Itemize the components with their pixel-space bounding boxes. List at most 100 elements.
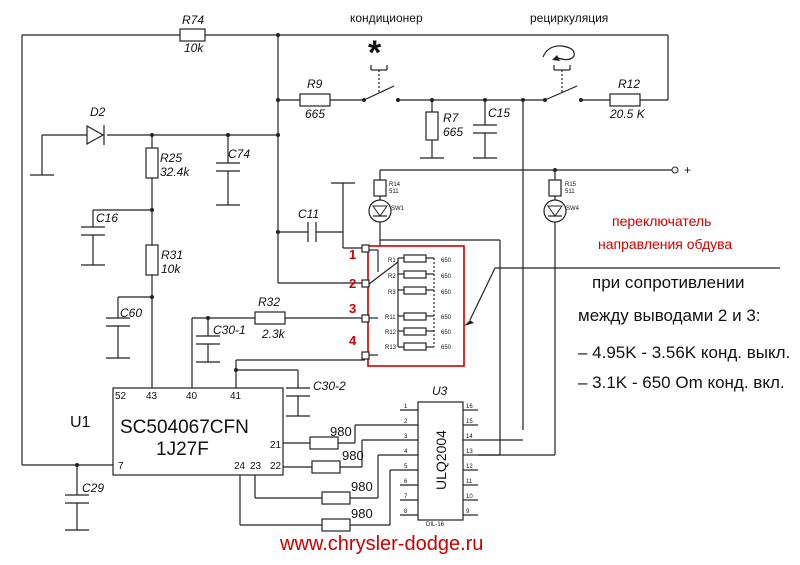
sw4-led — [543, 199, 567, 223]
d2-diode — [86, 124, 105, 146]
conditioner-switch[interactable] — [362, 65, 400, 102]
r7-value: 665 — [443, 125, 463, 139]
c30-1-name: C30-1 — [213, 323, 246, 337]
c30-2-name: C30-2 — [313, 379, 346, 393]
junction-dots — [75, 33, 557, 467]
u3-pin-leads — [400, 409, 478, 516]
selector-r2-name: R2 — [388, 274, 396, 280]
c15-name: C15 — [488, 106, 510, 120]
u3-pin-label: 10 — [466, 494, 473, 500]
u3-pin-label: 8 — [404, 509, 408, 515]
note-line2: между выводами 2 и 3: — [578, 306, 761, 325]
r25-resistor — [145, 147, 159, 179]
r14-name: R14 — [389, 182, 401, 188]
r31-name: R31 — [161, 248, 183, 262]
u3-pin-label: 1 — [404, 404, 408, 410]
u1-part: SC504067CFN — [120, 417, 249, 438]
u3-pin-label: 13 — [466, 449, 473, 455]
u3-pin-label: 16 — [466, 404, 473, 410]
c16-name: C16 — [96, 211, 118, 225]
r15-value: 511 — [565, 189, 575, 195]
components: * — [65, 28, 679, 532]
u1-pin-52: 52 — [115, 391, 127, 402]
selector-r1-value: 650 — [441, 258, 452, 264]
conditioner-star-icon: * — [368, 34, 382, 72]
c11-capacitor — [307, 222, 317, 242]
conditioner-label: кондиционер — [350, 11, 423, 25]
plus-terminal — [671, 166, 679, 174]
u3-pin-label: 6 — [404, 479, 408, 485]
selector-internals — [361, 244, 435, 360]
labels: кондиционер рециркуляция + R74 10k R9 66… — [70, 11, 790, 555]
r15-resistor — [548, 179, 562, 197]
r9-resistor — [299, 93, 331, 107]
d2-name: D2 — [90, 105, 106, 119]
r9-value: 665 — [305, 107, 325, 121]
series-resistor-1 — [309, 436, 339, 450]
note-line1: при сопротивлении — [592, 273, 744, 292]
c60-capacitor — [106, 317, 130, 327]
u3-pin-label: 5 — [404, 464, 408, 470]
selector-r13-name: R13 — [385, 345, 397, 351]
u3-pin-label: 12 — [466, 464, 473, 470]
u3-chip — [417, 401, 464, 521]
selector-r3-name: R3 — [388, 290, 396, 296]
selector-r1-name: R1 — [388, 258, 396, 264]
r12-value: 20.5 K — [609, 107, 646, 121]
selector-terminal-2: 2 — [349, 276, 356, 291]
u1-pin-22: 22 — [270, 461, 282, 472]
sw1-led — [368, 199, 392, 223]
r14-value: 511 — [389, 189, 399, 195]
selector-r12-value: 650 — [441, 330, 452, 336]
plus-label: + — [684, 163, 691, 177]
r7-name: R7 — [443, 111, 460, 125]
r25-name: R25 — [160, 151, 182, 165]
r15-name: R15 — [565, 182, 577, 188]
c74-name: C74 — [228, 147, 250, 161]
c60-name: C60 — [120, 306, 142, 320]
c30-1-capacitor — [196, 335, 220, 345]
r74-resistor — [179, 28, 206, 42]
selector-box — [367, 245, 465, 367]
c29-capacitor — [65, 494, 89, 504]
series-resistor-4 — [321, 518, 351, 532]
selector-r13-value: 650 — [441, 345, 452, 351]
u3-pin-label: 2 — [404, 419, 408, 425]
u3-pin-label: 9 — [466, 509, 470, 515]
r25-value: 32.4k — [160, 165, 190, 179]
c16-capacitor — [81, 226, 105, 236]
sw4-name: SW4 — [566, 206, 580, 212]
u1-code: 1J27F — [156, 439, 209, 460]
selector-r3-value: 650 — [441, 290, 452, 296]
u3-pin-label: 15 — [466, 419, 473, 425]
u3-package: DIL-16 — [426, 522, 445, 528]
r74-name: R74 — [182, 13, 204, 27]
series-resistor-2-value: 980 — [342, 448, 364, 463]
u3-name: U3 — [432, 384, 448, 398]
u1-pin-41: 41 — [230, 391, 242, 402]
series-resistor-3 — [321, 491, 351, 505]
note-line3: – 4.95K - 3.56K конд. выкл. — [578, 343, 790, 362]
recirculation-switch[interactable] — [543, 65, 583, 102]
u1-pin-24: 24 — [234, 461, 246, 472]
c11-name: C11 — [298, 207, 319, 221]
u1-pin-43: 43 — [146, 391, 158, 402]
selector-terminal-3: 3 — [349, 301, 356, 316]
c74-capacitor — [216, 162, 240, 172]
recirculation-label: рециркуляция — [530, 11, 608, 25]
selector-title-line2: направления обдува — [598, 236, 732, 252]
r32-value: 2.3k — [261, 327, 286, 341]
r12-resistor — [609, 93, 641, 107]
c15-capacitor — [473, 124, 497, 134]
note-line4: – 3.1K - 650 Om конд. вкл. — [578, 373, 785, 392]
wires — [21, 34, 780, 531]
u1-pin-21: 21 — [270, 440, 282, 451]
leader-arrow-icon — [464, 320, 474, 326]
recirculation-icon — [542, 45, 575, 61]
watermark: www.chrysler-dodge.ru — [279, 533, 483, 555]
r32-resistor — [254, 311, 286, 325]
r7-resistor — [425, 111, 439, 141]
u3-pin-label: 7 — [404, 494, 408, 500]
u1-pin-40: 40 — [186, 391, 198, 402]
